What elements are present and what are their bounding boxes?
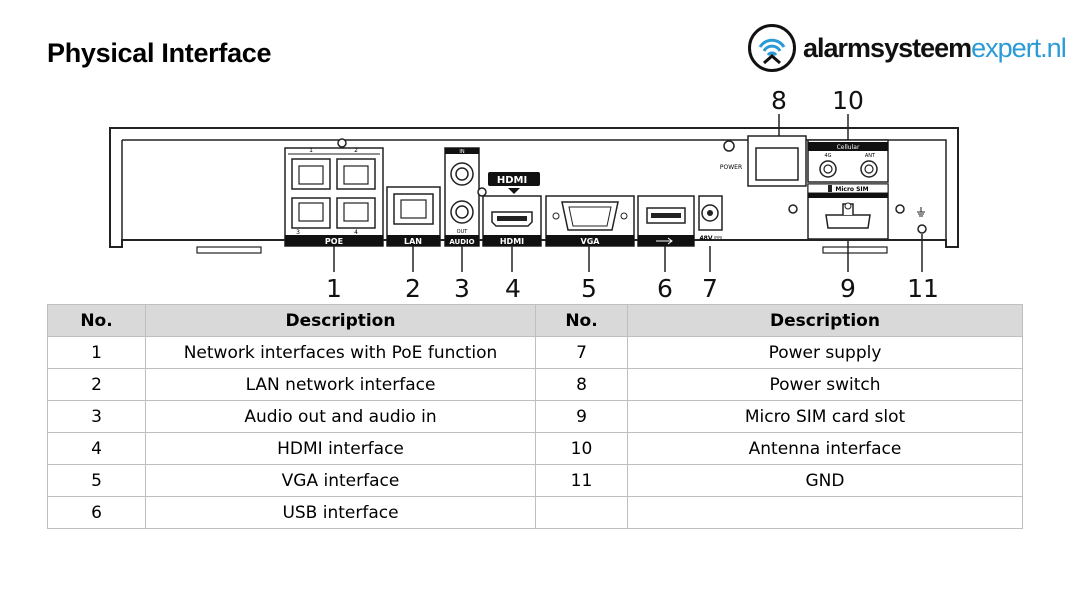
column-header: No.	[535, 304, 628, 337]
power-switch	[747, 135, 807, 187]
lan-label: LAN	[404, 237, 422, 246]
table-cell: LAN network interface	[145, 368, 536, 401]
nvr-rear-panel-illustration: 1 2 3 4 POE LAN IN OUT AUDIO HDMI HDMI	[109, 114, 959, 272]
logo-text-main: alarmsysteem	[803, 33, 972, 63]
table-row: 4 HDMI interface 10 Antenna interface	[47, 432, 1023, 465]
table-cell: 3	[47, 400, 146, 433]
wifi-icon	[748, 24, 796, 72]
callout-7: 7	[702, 274, 718, 303]
poe-port-number: 4	[354, 229, 358, 236]
usb-port	[637, 195, 695, 247]
vga-port: VGA	[545, 195, 635, 247]
table-row: 6 USB interface	[47, 496, 1023, 529]
table-row: 1 Network interfaces with PoE function 7…	[47, 336, 1023, 369]
audio-in-label: IN	[459, 149, 464, 155]
micro-sim-slot: Micro SIM	[807, 183, 889, 240]
audio-out-label: OUT	[457, 229, 469, 235]
column-header: Description	[145, 304, 536, 337]
audio-ports: IN OUT AUDIO	[444, 147, 480, 247]
table-cell: 7	[535, 336, 628, 369]
table-cell: GND	[627, 464, 1023, 497]
table-cell: 5	[47, 464, 146, 497]
page-title: Physical Interface	[47, 38, 272, 68]
micro-sim-label: Micro SIM	[835, 186, 868, 193]
power-label: POWER	[720, 164, 742, 171]
logo-text-accent: expert.nl	[971, 33, 1067, 63]
table-cell: 1	[47, 336, 146, 369]
poe-port-number: 2	[354, 147, 358, 154]
callout-10: 10	[832, 86, 864, 115]
table-cell: 11	[535, 464, 628, 497]
hdmi-logo: HDMI	[497, 175, 527, 186]
callout-6: 6	[657, 274, 673, 303]
interface-table: No. Description No. Description 1 Networ…	[47, 304, 1023, 529]
table-cell	[627, 496, 1023, 529]
hdmi-port: HDMI HDMI	[482, 172, 542, 247]
table-row: 2 LAN network interface 8 Power switch	[47, 368, 1023, 401]
table-cell: 2	[47, 368, 146, 401]
poe-ports: 1 2 3 4 POE	[284, 138, 384, 247]
table-cell: 4	[47, 432, 146, 465]
column-header: No.	[47, 304, 146, 337]
antenna-ports: Cellular 4G ANT	[807, 139, 889, 183]
poe-label: POE	[325, 237, 343, 246]
vga-label: VGA	[581, 237, 601, 246]
callout-8: 8	[771, 86, 787, 115]
table-cell: 9	[535, 400, 628, 433]
callout-1: 1	[326, 274, 342, 303]
cellular-label: Cellular	[837, 144, 860, 151]
column-header: Description	[627, 304, 1023, 337]
callout-2: 2	[405, 274, 421, 303]
table-cell	[535, 496, 628, 529]
table-cell: 8	[535, 368, 628, 401]
hdmi-label: HDMI	[500, 237, 524, 246]
table-cell: USB interface	[145, 496, 536, 529]
callout-leader-lines	[333, 114, 923, 272]
ground-terminal	[917, 207, 927, 234]
table-header-row: No. Description No. Description	[47, 304, 1023, 337]
audio-label: AUDIO	[449, 238, 474, 246]
table-cell: Antenna interface	[627, 432, 1023, 465]
table-cell: Power switch	[627, 368, 1023, 401]
callout-3: 3	[454, 274, 470, 303]
callout-5: 5	[581, 274, 597, 303]
ant-4g-label: 4G	[824, 153, 831, 159]
callout-11: 11	[907, 274, 939, 303]
table-cell: Network interfaces with PoE function	[145, 336, 536, 369]
table-cell: 10	[535, 432, 628, 465]
poe-port-number: 1	[309, 147, 313, 154]
brand-logo: alarmsysteemexpert.nl	[748, 24, 1067, 76]
table-cell: Power supply	[627, 336, 1023, 369]
table-cell: HDMI interface	[145, 432, 536, 465]
callout-9: 9	[840, 274, 856, 303]
table-row: 5 VGA interface 11 GND	[47, 464, 1023, 497]
callout-4: 4	[505, 274, 521, 303]
dc-label: 48V	[700, 235, 713, 242]
table-cell: 6	[47, 496, 146, 529]
table-cell: Audio out and audio in	[145, 400, 536, 433]
ant-label: ANT	[865, 153, 876, 159]
dc-power-jack: 48V	[698, 195, 723, 242]
poe-port-number: 3	[296, 229, 300, 236]
table-cell: VGA interface	[145, 464, 536, 497]
lan-port: LAN	[386, 186, 441, 247]
table-row: 3 Audio out and audio in 9 Micro SIM car…	[47, 400, 1023, 433]
table-cell: Micro SIM card slot	[627, 400, 1023, 433]
